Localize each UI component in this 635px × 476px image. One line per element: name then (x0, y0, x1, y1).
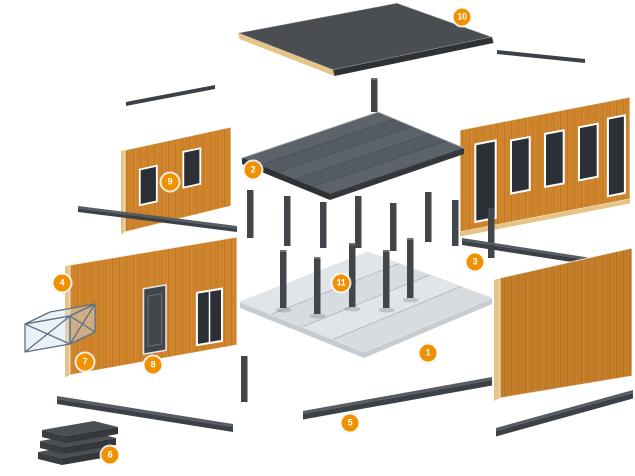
cassette-edge-left (242, 158, 330, 200)
part-badge-5: 5 (341, 414, 359, 432)
slab (42, 421, 118, 443)
window-opening (182, 147, 202, 189)
wall-face (499, 247, 633, 399)
floor-edge-right (364, 298, 492, 358)
wall-edge (65, 265, 70, 378)
frame-module (24, 303, 96, 353)
beam-mid-left (78, 206, 237, 232)
part-badge-8: 8 (144, 356, 162, 374)
window-opening (510, 135, 531, 195)
part-badge-11: 11 (332, 274, 350, 292)
window-opening (578, 122, 599, 182)
part-badge-4: 4 (53, 274, 71, 292)
roof-panel-side (333, 37, 494, 76)
wall-edge (494, 278, 500, 401)
part-badge-9: 9 (161, 173, 179, 191)
beam-roof-right (497, 50, 585, 63)
roof-cassette (241, 111, 465, 200)
insulation-slabs (38, 421, 118, 465)
front-wall-panel (65, 236, 238, 378)
part-badge-6: 6 (101, 446, 119, 464)
columns-on-floor (275, 238, 419, 319)
part-badge-2: 2 (244, 161, 262, 179)
part-badge-1: 1 (419, 344, 437, 362)
column-right (488, 208, 495, 258)
beam-bottom-right (496, 390, 633, 437)
rear-wall-openings (474, 114, 626, 224)
window-opening (138, 164, 158, 207)
floor-platform (238, 251, 494, 358)
beam-bottom-left (57, 396, 233, 432)
roof-panel-ply-edge (238, 33, 335, 76)
rear-wall-bottom-edge (460, 199, 630, 237)
door-panel-inset (147, 293, 162, 347)
cassette-edge-right (330, 148, 464, 200)
floor-edge-left (240, 302, 364, 358)
door-opening (606, 114, 626, 198)
wall-edge (121, 150, 125, 235)
column-front-left (241, 356, 248, 402)
door-opening (142, 284, 167, 355)
window-opening (544, 129, 565, 189)
roof-panel (236, 2, 494, 76)
beam-bottom-middle (303, 377, 492, 420)
beam-top-left (126, 85, 215, 106)
column-top (371, 78, 378, 112)
part-badge-10: 10 (453, 8, 471, 26)
rear-wall-panel (459, 96, 631, 237)
side-wall-panel-right (494, 247, 633, 401)
part-badge-3: 3 (466, 253, 484, 271)
columns-hanging (247, 190, 459, 251)
part-badge-7: 7 (76, 353, 94, 371)
door-opening (474, 139, 497, 224)
